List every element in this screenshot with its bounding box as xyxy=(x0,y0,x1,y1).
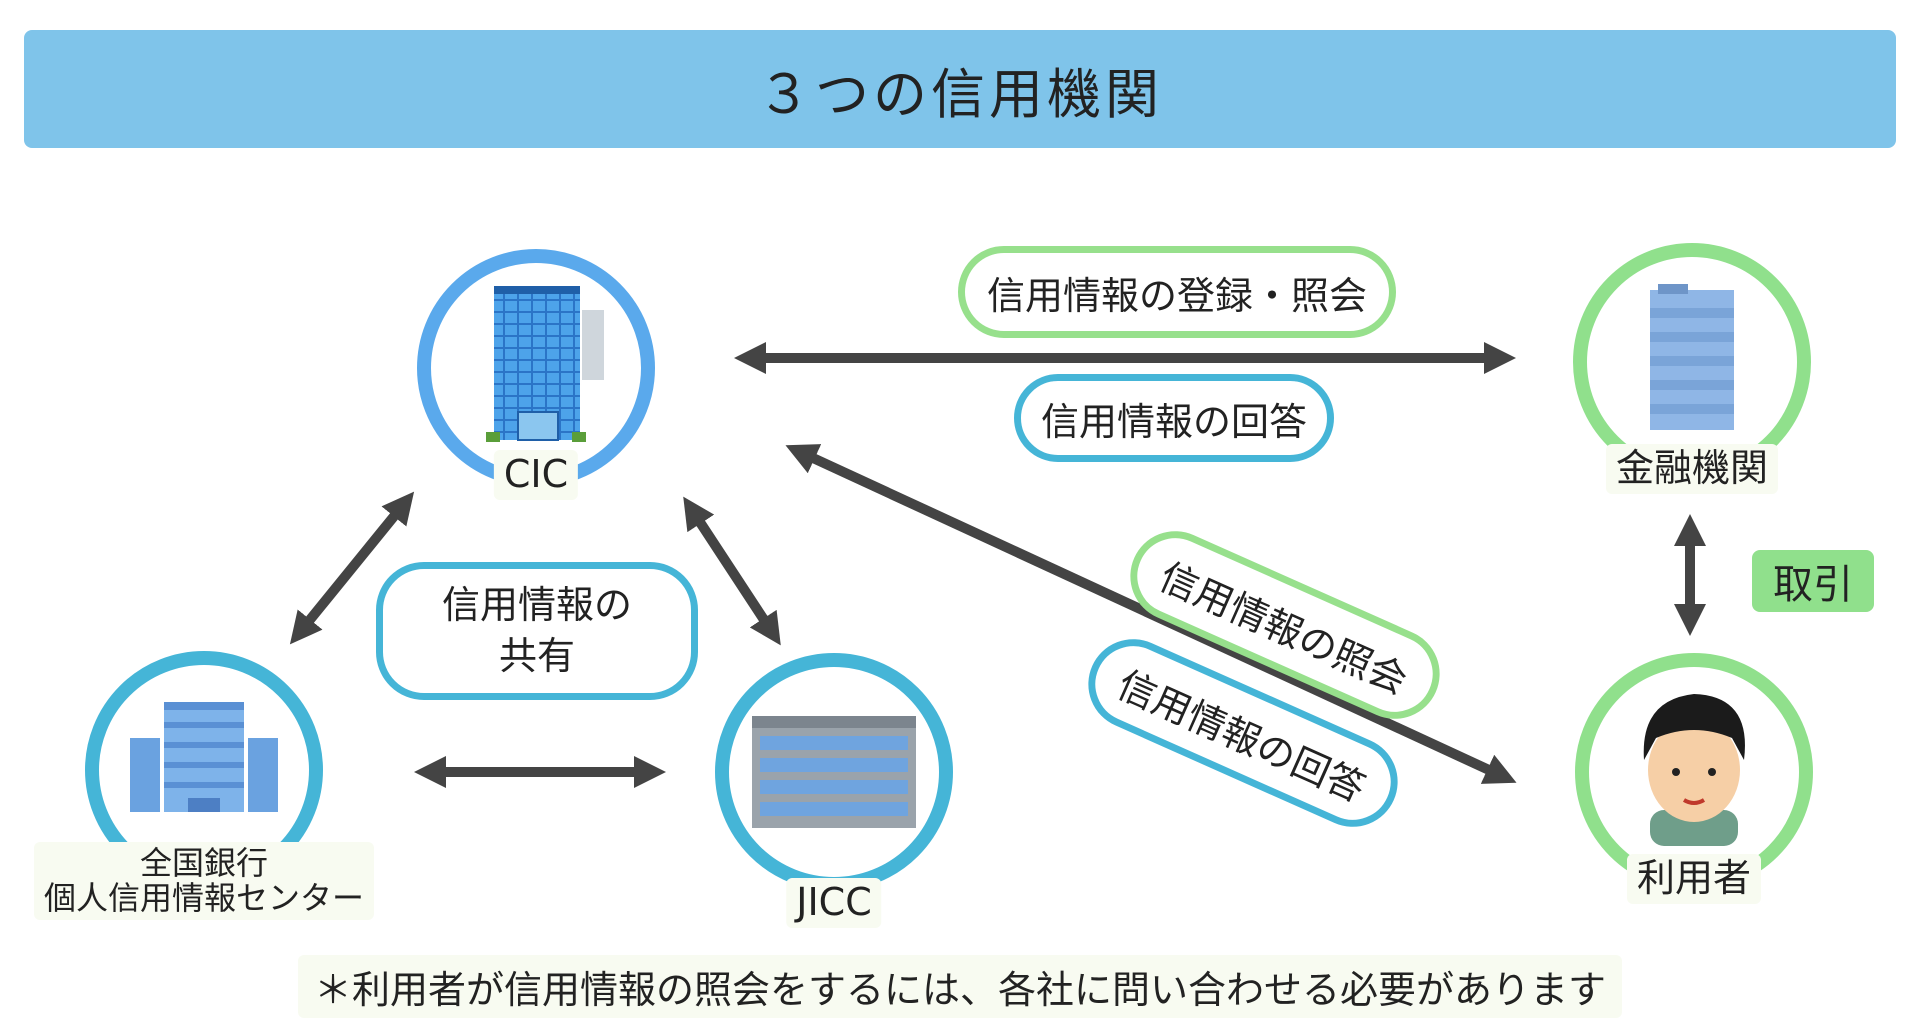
building-icon xyxy=(1650,284,1734,430)
jicc-label: JICC xyxy=(786,878,882,928)
financial-label: 金融機関 xyxy=(1605,444,1779,494)
financial-node xyxy=(1573,243,1811,481)
building-icon xyxy=(752,716,916,828)
arrow-cic-jicc xyxy=(683,496,781,646)
answer-top-pill: 信用情報の回答 xyxy=(1014,374,1334,462)
cic-label: CIC xyxy=(493,450,579,500)
transaction-text: 取引 xyxy=(1773,562,1853,608)
register-inquiry-pill: 信用情報の登録・照会 xyxy=(958,246,1396,338)
footnote: ＊利用者が信用情報の照会をするには、各社に問い合わせる必要があります xyxy=(297,955,1623,1018)
share-line1: 信用情報の xyxy=(441,582,632,627)
user-node xyxy=(1575,653,1813,891)
zenginkyo-label-line2: 個人信用情報センター xyxy=(43,879,365,918)
share-line2: 共有 xyxy=(498,634,575,678)
user-label: 利用者 xyxy=(1626,854,1762,904)
zenginkyo-label: 全国銀行 個人信用情報センター xyxy=(33,842,375,921)
page-title: ３つの信用機関 xyxy=(757,62,1163,126)
register-inquiry-text: 信用情報の登録・照会 xyxy=(986,273,1367,318)
person-icon xyxy=(1643,694,1745,846)
arrow-cic-zenginkyo xyxy=(289,491,415,645)
building-icon xyxy=(130,702,278,812)
building-icon xyxy=(486,286,604,442)
share-pill: 信用情報の 共有 xyxy=(376,562,698,700)
jicc-node xyxy=(715,653,953,891)
title-banner: ３つの信用機関 xyxy=(24,30,1896,148)
answer-top-text: 信用情報の回答 xyxy=(1040,399,1307,444)
transaction-tag: 取引 xyxy=(1752,550,1874,612)
zenginkyo-label-line1: 全国銀行 xyxy=(139,844,269,882)
cic-node xyxy=(417,249,655,487)
